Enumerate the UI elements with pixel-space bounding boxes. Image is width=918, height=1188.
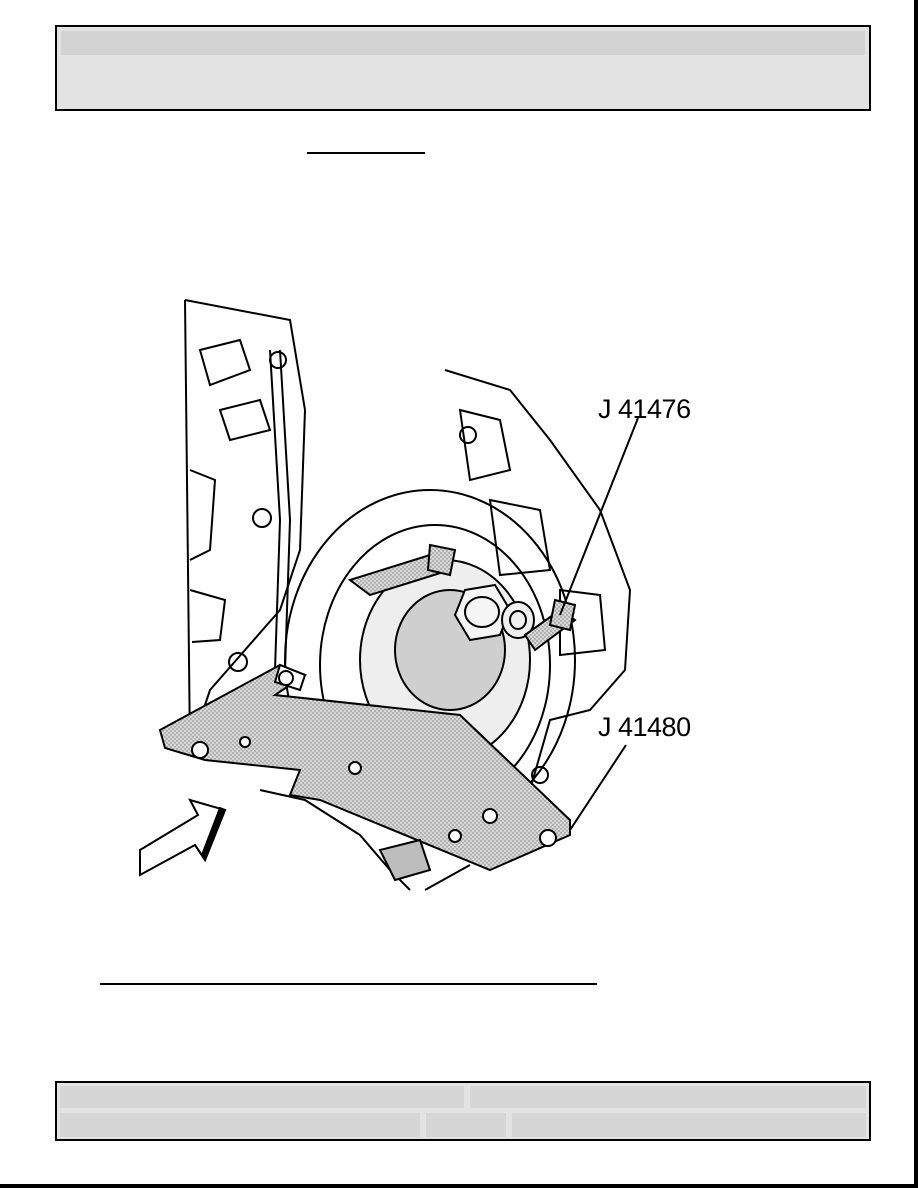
link-underline[interactable] bbox=[307, 152, 425, 154]
footer-cell bbox=[512, 1113, 866, 1137]
footer-cell bbox=[470, 1086, 866, 1108]
callout-j41476: J 41476 bbox=[598, 394, 691, 424]
footer-cell bbox=[426, 1113, 506, 1137]
link-underline-long[interactable] bbox=[100, 983, 597, 985]
page-header bbox=[55, 25, 871, 111]
footer-row bbox=[57, 1110, 869, 1139]
footer-cell bbox=[60, 1113, 420, 1137]
header-title-band bbox=[61, 31, 865, 55]
engine-tool-illustration: J 41476 J 41480 bbox=[130, 290, 730, 900]
footer-row bbox=[57, 1083, 869, 1110]
callout-j41480: J 41480 bbox=[598, 712, 691, 742]
header-subtitle-band bbox=[61, 59, 865, 105]
page-footer bbox=[55, 1081, 871, 1141]
footer-cell bbox=[60, 1086, 464, 1108]
